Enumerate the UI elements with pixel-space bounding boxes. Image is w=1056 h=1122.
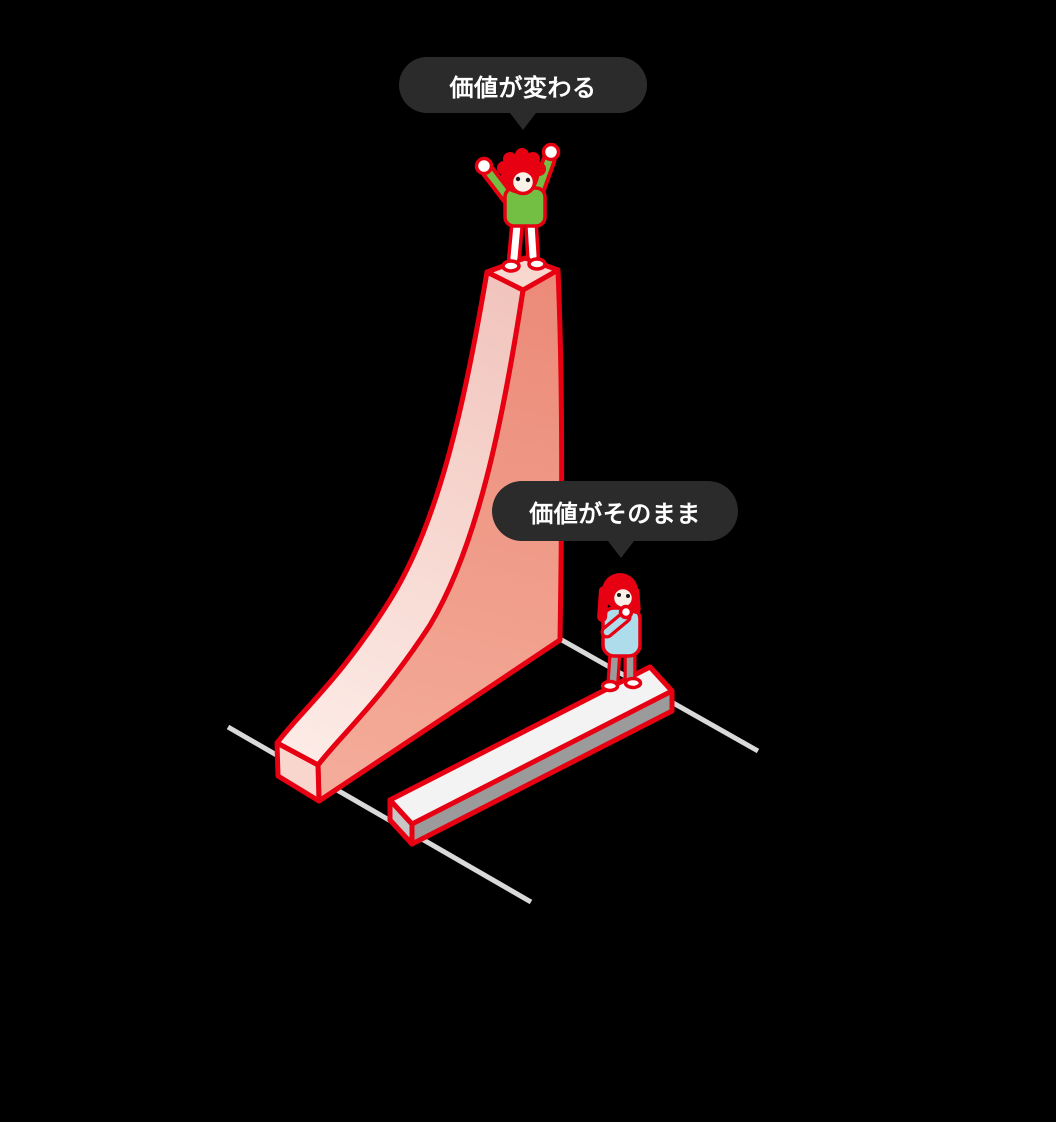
celebrating-person-left-eye: [515, 176, 521, 182]
speech-bubble-tail: [608, 541, 634, 558]
celebrating-person: [474, 142, 561, 273]
thinking-person-face: [610, 585, 636, 611]
speech-bubble-value-unchanged-label: 価値がそのまま: [529, 500, 701, 528]
thinking-person: [597, 573, 643, 693]
rising-bar-end-face: [274, 740, 322, 804]
celebrating-person-left-shoe: [501, 259, 521, 273]
thinking-person-right-eye: [626, 594, 630, 598]
speech-bubble-tail: [510, 113, 536, 130]
speech-bubble-value-changes: 価値が変わる: [399, 57, 647, 130]
celebrating-person-right-shoe: [527, 257, 547, 271]
thinking-person-hand: [618, 604, 634, 620]
celebrating-person-right-eye: [525, 177, 531, 183]
celebrating-person-left-hand: [474, 156, 494, 176]
thinking-person-left-shoe: [600, 679, 620, 693]
thinking-person-left-eye: [617, 593, 621, 597]
flat-bar: [387, 664, 675, 847]
celebrating-person-face: [509, 168, 537, 196]
speech-bubble-value-changes-label: 価値が変わる: [449, 74, 597, 102]
speech-bubble-value-unchanged: 価値がそのまま: [492, 481, 738, 558]
flat-bar-top-face: [387, 664, 675, 827]
thinking-person-right-shoe: [623, 676, 643, 690]
rising-curved-bar: [274, 255, 565, 804]
celebrating-person-right-hand: [541, 142, 561, 162]
